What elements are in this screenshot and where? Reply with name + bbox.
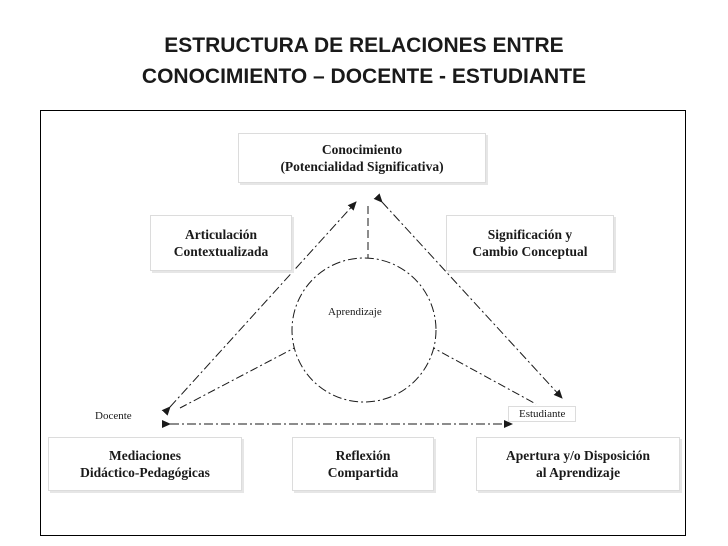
significacion-line-1: Significación y	[487, 227, 573, 242]
reflexion-line-1: Reflexión	[335, 448, 391, 463]
arrow-docente-conocimiento	[161, 201, 357, 416]
conocimiento-line-1: Conocimiento	[321, 142, 403, 157]
apertura-line-2: al Aprendizaje	[535, 465, 621, 480]
articulacion-box: Articulación Contextualizada	[150, 215, 292, 271]
aprendizaje-circle	[291, 257, 437, 403]
articulacion-line-2: Contextualizada	[173, 244, 269, 259]
slide-title: ESTRUCTURA DE RELACIONES ENTRE CONOCIMIE…	[0, 30, 728, 92]
conocimiento-line-2: (Potencialidad Significativa)	[280, 159, 444, 174]
articulacion-line-1: Articulación	[185, 227, 257, 242]
connector-aprendizaje-estudiante	[427, 344, 537, 405]
docente-label: Docente	[95, 410, 132, 422]
estudiante-label: Estudiante	[508, 406, 577, 422]
significacion-box: Significación y Cambio Conceptual	[446, 215, 614, 271]
mediaciones-line-2: Didáctico-Pedagógicas	[80, 465, 210, 480]
mediaciones-line-1: Mediaciones	[109, 448, 181, 463]
significacion-line-2: Cambio Conceptual	[472, 244, 588, 259]
connector-aprendizaje-docente	[179, 344, 301, 409]
slide-title-line-1: ESTRUCTURA DE RELACIONES ENTRE	[164, 34, 564, 57]
mediaciones-box: Mediaciones Didáctico-Pedagógicas	[48, 437, 242, 491]
conocimiento-box: Conocimiento (Potencialidad Significativ…	[238, 133, 486, 183]
reflexion-line-2: Compartida	[327, 465, 399, 480]
apertura-box: Apertura y/o Disposición al Aprendizaje	[476, 437, 680, 491]
aprendizaje-label: Aprendizaje	[328, 306, 382, 318]
slide-title-line-2: CONOCIMIENTO – DOCENTE - ESTUDIANTE	[141, 65, 587, 88]
arrow-conocimiento-estudiante	[373, 193, 563, 399]
reflexion-box: Reflexión Compartida	[292, 437, 434, 491]
apertura-line-1: Apertura y/o Disposición	[505, 448, 650, 463]
